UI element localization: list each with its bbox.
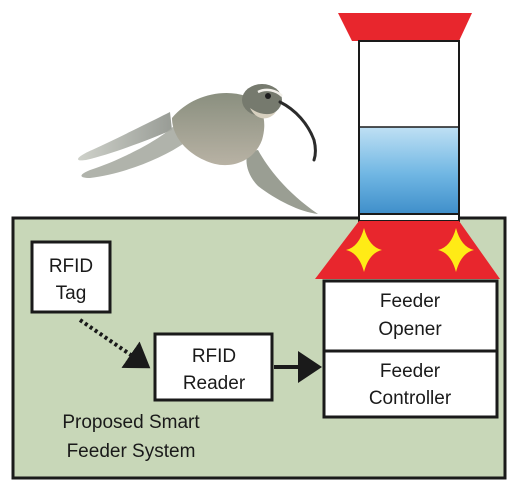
feeder-bottle-illustration <box>315 13 500 279</box>
hummingbird-beak <box>278 100 317 162</box>
feeder-flower-icon <box>346 228 382 272</box>
rfid-reader-label-line1: RFID <box>192 346 236 367</box>
feeder-opener-label-line1: Feeder <box>380 291 441 312</box>
feeder-flower-icon <box>438 228 474 272</box>
hummingbird-lower-wing <box>81 124 186 178</box>
hummingbird-tail <box>246 150 318 214</box>
hummingbird-eye-stripe <box>257 88 283 97</box>
hummingbird-eye <box>265 93 271 99</box>
system-label-line2: Feeder System <box>67 441 196 462</box>
rfid-reader-label-line2: Reader <box>183 373 246 394</box>
feeder-controller-box: Feeder Controller <box>322 349 499 419</box>
hummingbird-body <box>172 92 265 166</box>
feeder-nectar <box>360 127 458 214</box>
system-label-line1: Proposed Smart <box>62 412 200 433</box>
rfid-tag-label-line2: Tag <box>56 283 87 304</box>
feeder-opener-label-line2: Opener <box>378 319 442 340</box>
hummingbird-head <box>242 84 282 116</box>
tag-to-reader-dotted-arrow <box>78 318 151 369</box>
feeder-cap <box>338 13 472 41</box>
rfid-tag-box: RFID Tag <box>30 240 112 314</box>
hummingbird-illustration <box>78 84 318 214</box>
rfid-tag-label-line1: RFID <box>49 256 93 277</box>
hummingbird-back-wing <box>78 112 172 161</box>
feeder-opener-box: Feeder Opener <box>322 279 499 353</box>
hummingbird-throat <box>250 108 276 119</box>
feeder-controller-label-line1: Feeder <box>380 361 441 382</box>
feeder-controller-label-line2: Controller <box>369 388 452 409</box>
rfid-reader-box: RFID Reader <box>153 332 274 402</box>
